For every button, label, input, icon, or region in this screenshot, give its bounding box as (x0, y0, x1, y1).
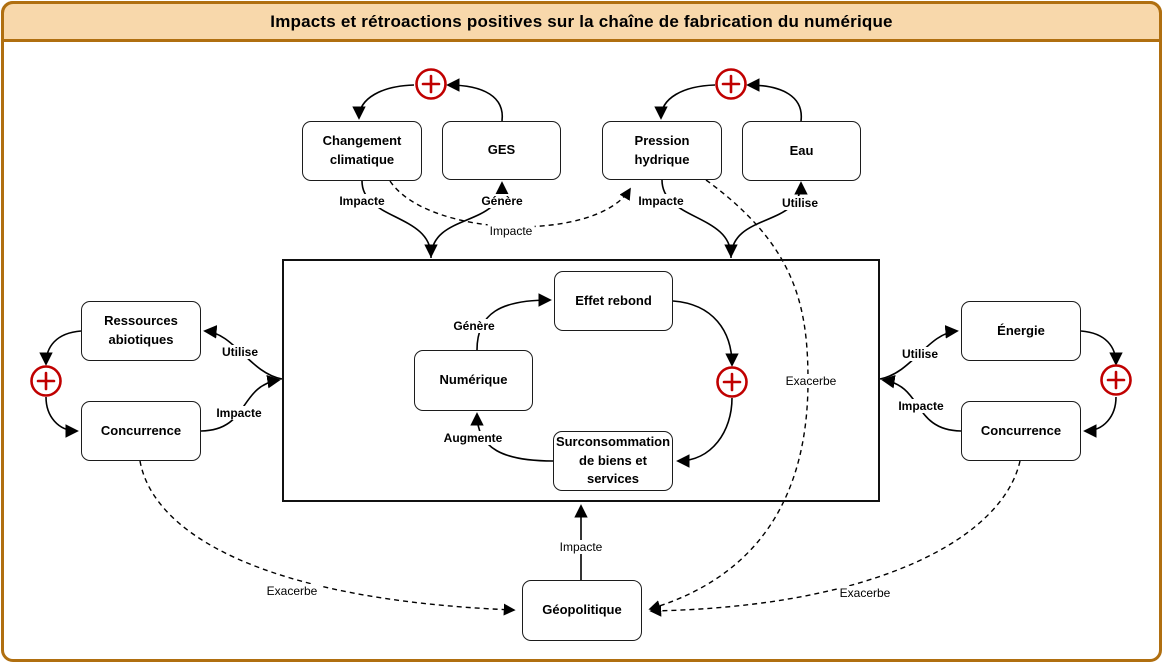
edge-label-impacte-dashed: Impacte (487, 224, 535, 238)
plus-feedback-icon (30, 365, 62, 397)
edge-plus-to-surconsommation (676, 397, 733, 468)
node-pression-hydrique: Pression hydrique (602, 121, 722, 180)
edge-plus-to-concurrence-droite (1083, 396, 1117, 438)
edge-surconsommation-augmente-numerique (470, 412, 554, 462)
edge-ges-to-plus (446, 78, 503, 122)
edge-eau-to-plus (746, 78, 802, 122)
node-concurrence-gauche: Concurrence (81, 401, 201, 461)
diagram-title: Impacts et rétroactions positives sur la… (270, 11, 893, 31)
edge-rebond-to-plus (672, 300, 739, 367)
edge-plus-to-changement (352, 84, 415, 120)
node-ressources-abiotiques: Ressources abiotiques (81, 301, 201, 361)
edge-centre-utilise-eau (730, 181, 808, 259)
edge-energie-to-plus (1080, 330, 1123, 366)
edge-label-utilise: Utilise (899, 347, 941, 361)
edge-label-exacerbe: Exacerbe (264, 584, 320, 598)
edge-label-impacte: Impacte (636, 194, 686, 208)
edge-pression-exacerbe-geopolitique-dashed (648, 179, 809, 612)
edge-concurrence-droite-exacerbe-geopolitique-dashed (649, 460, 1021, 617)
node-ges: GES (442, 121, 561, 180)
edge-label-exacerbe: Exacerbe (783, 374, 839, 388)
node-geopolitique: Géopolitique (522, 580, 642, 641)
edge-label-impacte: Impacte (214, 406, 264, 420)
plus-feedback-icon (715, 68, 747, 100)
node-concurrence-droite: Concurrence (961, 401, 1081, 461)
edge-pression-impacte-centre (661, 179, 738, 258)
node-effet-rebond: Effet rebond (554, 271, 673, 331)
feedback-icons (30, 68, 1132, 398)
edge-concurrence-gauche-exacerbe-geopolitique-dashed (139, 460, 516, 616)
node-eau: Eau (742, 121, 861, 181)
node-changement-climatique: Changement climatique (302, 121, 422, 181)
edge-label-augmente: Augmente (441, 431, 505, 445)
node-energie: Énergie (961, 301, 1081, 361)
plus-feedback-icon (716, 366, 748, 398)
edge-label-exacerbe: Exacerbe (837, 586, 893, 600)
edge-label-utilise: Utilise (779, 196, 821, 210)
edge-changement-impacte-centre (361, 180, 438, 258)
dashed-edges (139, 179, 1021, 617)
edge-plus-to-concurrence-gauche (45, 396, 79, 438)
node-surconsommation: Surconsommation de biens et services (553, 431, 673, 491)
node-numerique: Numérique (414, 350, 533, 411)
plus-feedback-icon (415, 68, 447, 100)
edge-label-impacte: Impacte (337, 194, 387, 208)
edge-plus-to-pression (654, 84, 716, 120)
edge-label-genere: Génère (479, 194, 525, 208)
edge-label-utilise: Utilise (219, 345, 261, 359)
edge-label-impacte: Impacte (557, 540, 605, 554)
edge-numerique-genere-rebond (476, 293, 552, 351)
edge-label-impacte: Impacte (896, 399, 946, 413)
edge-label-genere: Génère (451, 319, 497, 333)
central-system-box (282, 259, 880, 502)
edge-ressources-to-plus (39, 330, 82, 366)
plus-feedback-icon (1100, 364, 1132, 396)
edge-changement-impacte-pression-dashed (389, 180, 631, 228)
